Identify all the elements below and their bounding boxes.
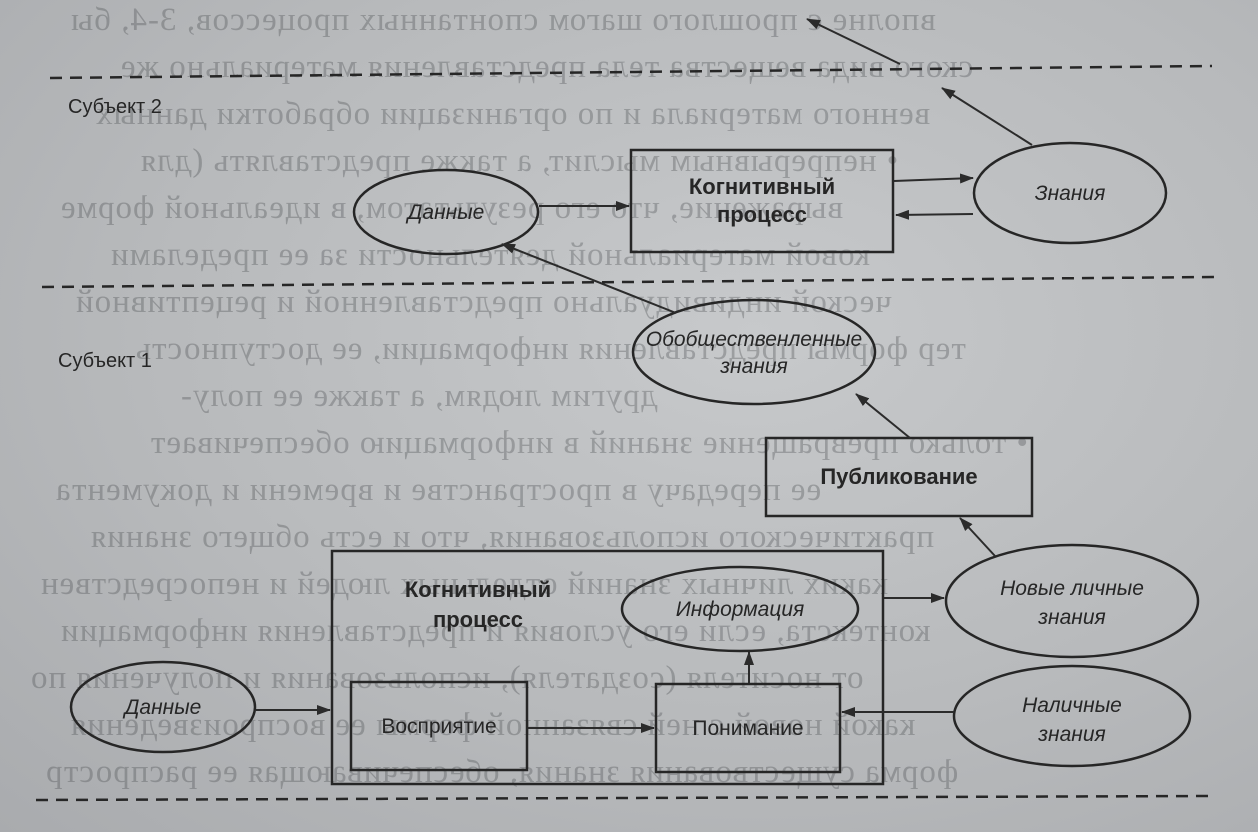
- data-ellipse-top: [352, 168, 540, 256]
- subject-2-label: Субъект 2: [68, 96, 162, 118]
- existing-knowledge-line2: знания: [1037, 723, 1105, 746]
- information-label: Информация: [676, 598, 804, 621]
- cognitive-bottom-line2: процесс: [433, 607, 523, 632]
- separator-bottom: [35, 794, 1211, 802]
- arrow-publishing-to-social: [855, 393, 911, 439]
- separator-middle: [41, 275, 1216, 289]
- data-top-label: Данные: [406, 201, 485, 224]
- cognitive-bottom-line1: Когнитивный: [405, 577, 551, 602]
- social-knowledge-line2: знания: [719, 355, 787, 378]
- new-knowledge-line1: Новые личные: [1000, 577, 1144, 600]
- social-knowledge-ellipse: [631, 298, 877, 406]
- subject-1-label: Субъект 1: [58, 350, 152, 372]
- cognitive-top-line1: Когнитивный: [689, 174, 835, 199]
- cognitive-process-box-top: [629, 148, 895, 254]
- new-knowledge-ellipse: [944, 543, 1200, 659]
- existing-knowledge-ellipse: [952, 664, 1192, 768]
- arrow-knowledge-to-cognitive: [895, 209, 974, 220]
- arrow-new-knowledge-to-publishing: [959, 517, 996, 557]
- existing-knowledge-line1: Наличные: [1022, 694, 1122, 717]
- perception-box: [349, 680, 529, 772]
- understanding-box: [654, 682, 842, 774]
- new-knowledge-line2: знания: [1037, 606, 1105, 629]
- social-knowledge-line1: Обобщественленные: [646, 328, 862, 351]
- cognitive-top-line2: процесс: [717, 202, 807, 227]
- data-ellipse-bottom: [69, 660, 257, 754]
- knowledge-ellipse-top: [972, 141, 1168, 245]
- separator-top: [49, 64, 1213, 80]
- arrow-knowledge-up-1: [941, 87, 1033, 146]
- arrow-cognitive-to-knowledge: [893, 173, 974, 184]
- information-ellipse: [620, 565, 860, 653]
- data-bottom-label: Данные: [123, 696, 202, 719]
- understanding-label: Понимание: [692, 717, 803, 740]
- publishing-label: Публикование: [820, 464, 977, 489]
- perception-label: Восприятие: [381, 715, 496, 738]
- arrow-social-to-data-top: [501, 243, 677, 314]
- knowledge-top-label: Знания: [1035, 182, 1106, 205]
- cognitive-process-box-bottom: [330, 549, 885, 786]
- publishing-box: [764, 436, 1034, 518]
- arrow-knowledge-up-2: [806, 18, 901, 65]
